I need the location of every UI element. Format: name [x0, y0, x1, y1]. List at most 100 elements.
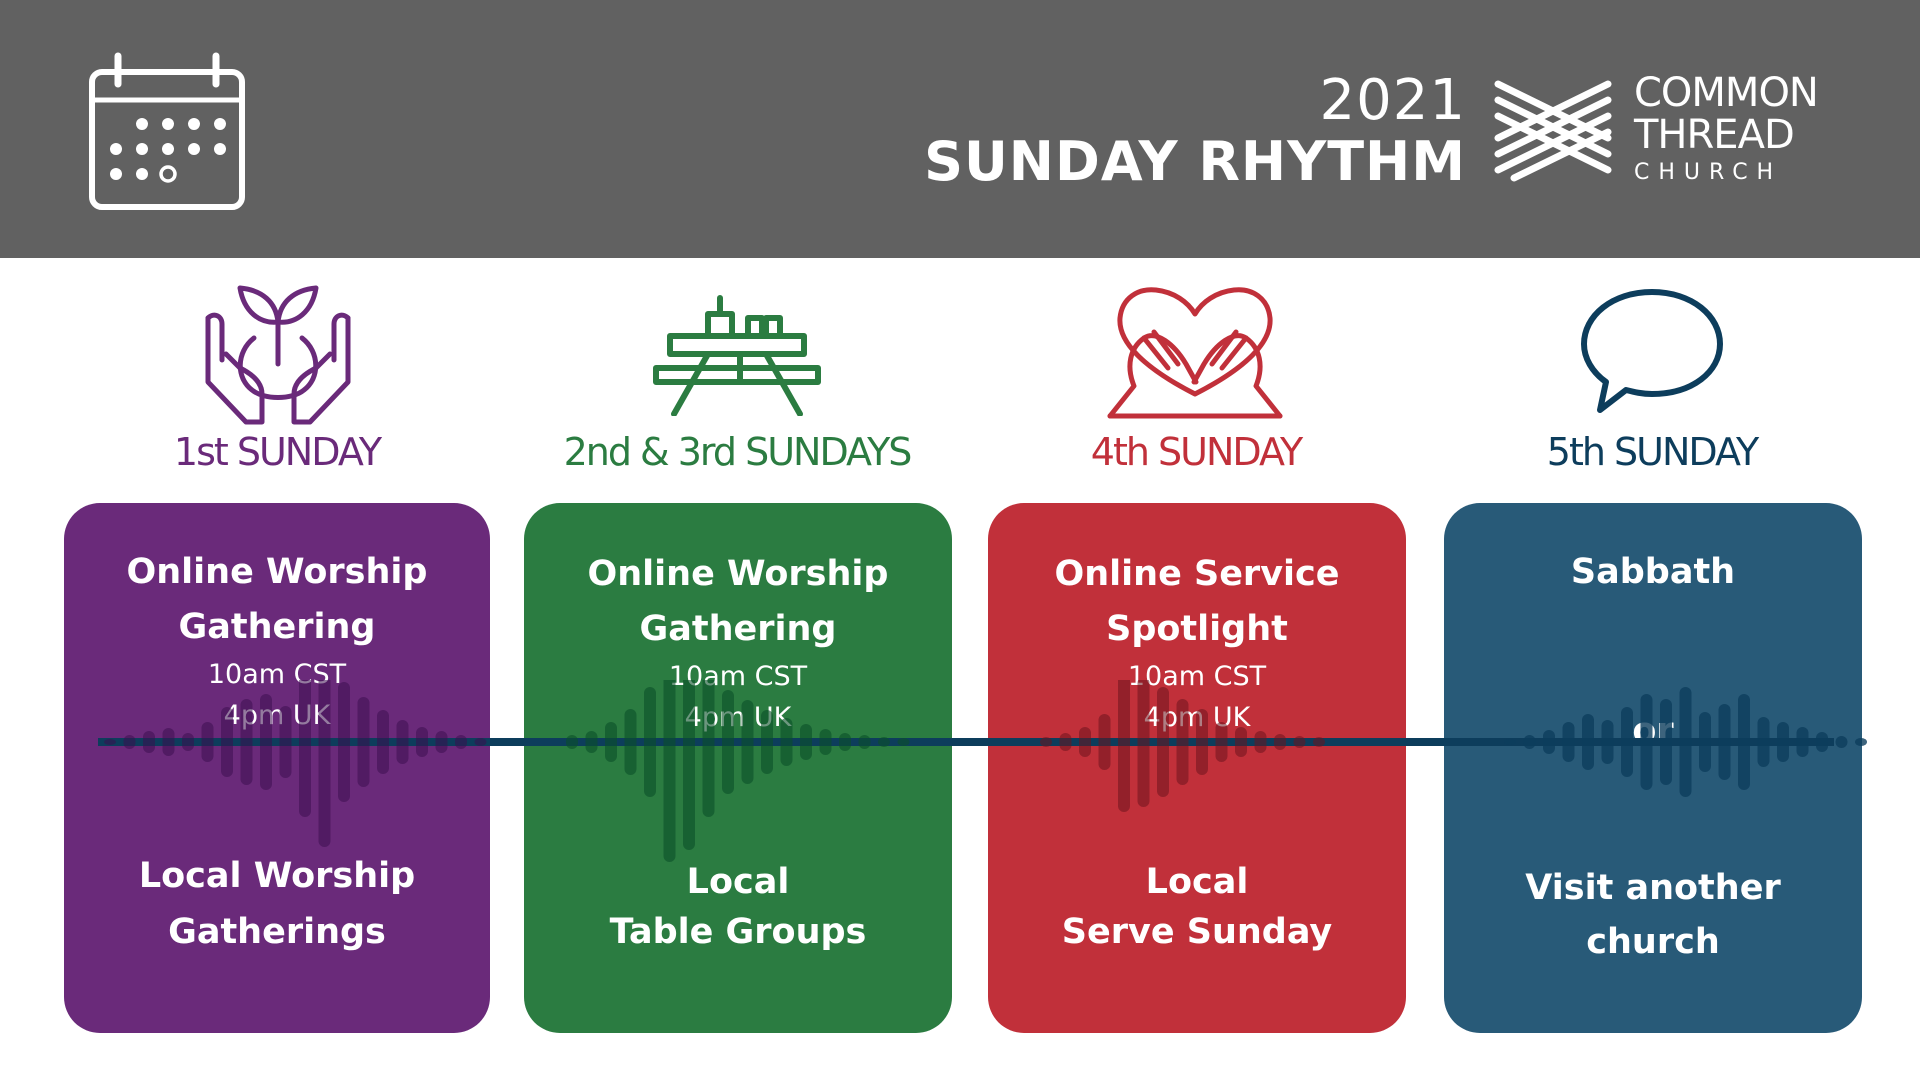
- wave-bar: [1254, 731, 1267, 753]
- visit-line2: church: [1586, 922, 1720, 962]
- wave-bar: [1816, 732, 1828, 752]
- title-year: 2021: [1319, 68, 1466, 133]
- header-banner: 2021 SUNDAY RHYTHM COMMON THREAD CHURCH: [0, 0, 1920, 258]
- wave-bar: [1274, 734, 1286, 750]
- wave-bar: [1562, 722, 1575, 762]
- card-1st-sunday: Online Worship Gathering 10am CST 4pm UK…: [64, 503, 490, 1033]
- wave-bar: [1079, 727, 1091, 757]
- label-5th-sunday: 5th SUNDAY: [1546, 430, 1759, 474]
- wave-bar: [416, 727, 428, 757]
- wave-bar: [338, 682, 350, 802]
- wave-bar: [201, 722, 214, 762]
- wave-bar: [182, 733, 194, 751]
- card-2nd-3rd-sundays: Online Worship Gathering 10am CST 4pm UK…: [524, 503, 952, 1033]
- label-2nd-3rd-sundays: 2nd & 3rd SUNDAYS: [563, 430, 913, 474]
- logo-text: COMMON THREAD CHURCH: [1634, 70, 1819, 190]
- wave-bar: [1738, 694, 1750, 790]
- wave-bar: [1796, 727, 1809, 757]
- wave-bar: [585, 731, 598, 753]
- wave-bar: [162, 728, 175, 756]
- wave-bar: [1640, 694, 1653, 790]
- online-title-line1: Online Worship: [587, 554, 889, 594]
- wave-bar: [279, 706, 292, 778]
- wave-bar: [1137, 680, 1150, 807]
- wave-bar: [1040, 737, 1052, 747]
- wave-bar: [357, 697, 370, 787]
- online-title-line2: Spotlight: [1106, 609, 1288, 649]
- wave-bar: [1157, 687, 1169, 797]
- wave-bar: [819, 729, 832, 755]
- wave-bar: [800, 724, 812, 760]
- wave-bar: [1196, 709, 1208, 775]
- wave-bar: [858, 735, 871, 749]
- local-line1: Local: [686, 862, 790, 902]
- local-line1: Local Worship: [138, 856, 416, 896]
- wave-bar: [318, 680, 331, 847]
- wave-bar: [761, 710, 773, 774]
- calendar-icon: [89, 52, 245, 210]
- wave-bar: [474, 738, 487, 746]
- wave-bar: [1059, 733, 1072, 751]
- wave-bar: [435, 731, 448, 753]
- wave-bar: [240, 699, 253, 785]
- wave-bar: [1621, 707, 1633, 777]
- wave-bar: [1835, 736, 1848, 748]
- wave-bar: [260, 694, 272, 790]
- wave-bar: [143, 731, 155, 753]
- wave-bar: [1313, 737, 1325, 747]
- wave-bar: [644, 687, 656, 797]
- sabbath-text: Sabbath: [1570, 552, 1736, 592]
- wave-bar: [1777, 722, 1789, 762]
- card-5th-sunday: Sabbath or Visit another church: [1444, 503, 1862, 1033]
- picnic-table-icon: [653, 295, 821, 416]
- wave-bar: [123, 735, 136, 749]
- wave-bar: [1235, 727, 1247, 757]
- wave-bar: [566, 735, 578, 749]
- wave-bar: [396, 720, 409, 764]
- wave-bar: [104, 739, 116, 745]
- wave-bar: [1293, 736, 1306, 748]
- wave-bar: [1679, 687, 1692, 797]
- wave-bar: [702, 680, 715, 817]
- logo-line-thread: THREAD: [1634, 112, 1795, 158]
- visit-line1: Visit another: [1525, 868, 1781, 908]
- wave-bar: [780, 718, 793, 766]
- wave-bar: [1718, 704, 1731, 780]
- wave-bar: [1098, 714, 1111, 770]
- local-line2: Table Groups: [609, 912, 867, 952]
- wave-bar: [221, 707, 233, 777]
- label-4th-sunday: 4th SUNDAY: [1090, 430, 1303, 474]
- logo-line-common: COMMON: [1634, 70, 1819, 116]
- wave-bar: [1543, 730, 1555, 754]
- wave-bar: [722, 690, 734, 794]
- wave-bar: [299, 680, 311, 817]
- label-1st-sunday: 1st SUNDAY: [173, 430, 382, 474]
- title-main: SUNDAY RHYTHM: [924, 130, 1466, 193]
- local-line2: Serve Sunday: [1061, 912, 1333, 952]
- hands-plant-icon: [205, 285, 351, 425]
- local-line2: Gatherings: [168, 912, 386, 952]
- wave-bar: [1699, 712, 1711, 772]
- wave-bar: [1176, 699, 1189, 785]
- wave-bar: [605, 722, 617, 762]
- hands-heart-icon: [1107, 287, 1283, 419]
- wave-bar: [897, 738, 910, 746]
- online-title-line2: Gathering: [639, 609, 837, 649]
- online-title-line1: Online Service: [1054, 554, 1340, 594]
- wave-bar: [663, 680, 676, 862]
- time-uk: 4pm UK: [684, 702, 792, 733]
- local-line1: Local: [1145, 862, 1249, 902]
- wave-bar: [741, 700, 754, 784]
- online-title-line2: Gathering: [178, 607, 376, 647]
- wave-bar: [1601, 720, 1614, 764]
- speech-bubble-icon: [1581, 289, 1723, 413]
- wave-bar: [1757, 717, 1770, 767]
- wave-bar: [878, 737, 890, 747]
- wave-bar: [1118, 680, 1130, 812]
- wave-bar: [839, 733, 851, 751]
- online-title-line1: Online Worship: [126, 552, 428, 592]
- wave-bar: [1504, 739, 1516, 745]
- wave-bar: [1523, 735, 1536, 749]
- wave-bar: [1855, 738, 1867, 746]
- logo-line-church: CHURCH: [1634, 160, 1783, 185]
